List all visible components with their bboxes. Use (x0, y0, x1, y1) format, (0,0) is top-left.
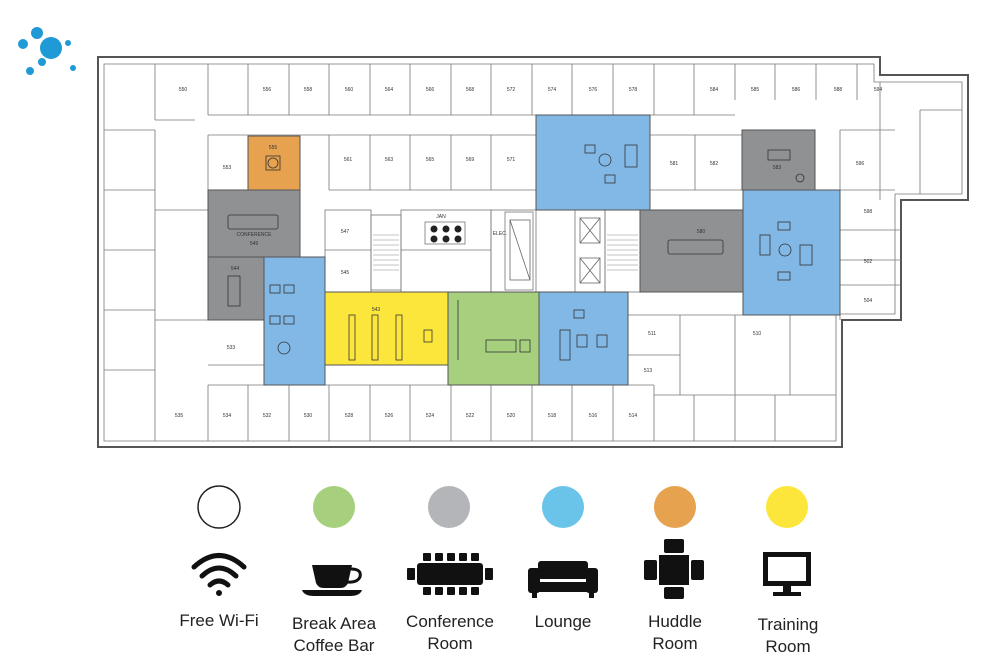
amenity-zones (207, 114, 841, 386)
room-label: 532 (263, 413, 272, 419)
brand-logo (18, 27, 76, 75)
legend-break-swatch (313, 486, 355, 528)
room-label: 558 (304, 87, 313, 93)
room-label: 522 (466, 413, 475, 419)
room-label: 565 (426, 157, 435, 163)
inner-walls (103, 63, 963, 442)
room-label: 556 (263, 87, 272, 93)
zone-break-area[interactable] (447, 291, 540, 386)
zone-lounge-east[interactable] (742, 189, 841, 316)
room-label: 578 (629, 87, 638, 93)
room-label: 555 (269, 145, 278, 151)
conference-table-icon (407, 553, 493, 595)
room-label: ELEC. (493, 231, 507, 237)
room-label: 568 (466, 87, 475, 93)
room-label: JAN (436, 214, 446, 220)
room-label: 564 (385, 87, 394, 93)
room-label: 510 (753, 331, 762, 337)
room-label: 584 (710, 87, 719, 93)
room-label: 524 (426, 413, 435, 419)
room-label: 516 (589, 413, 598, 419)
room-label: 550 (179, 87, 188, 93)
room-label: 585 (751, 87, 760, 93)
furniture (227, 144, 813, 361)
room-label: 504 (864, 298, 873, 304)
room-label: 543 (372, 307, 381, 313)
room-label: 572 (507, 87, 516, 93)
wifi-icon (191, 553, 247, 596)
huddle-table-icon (644, 539, 704, 599)
room-label: 596 (856, 161, 865, 167)
zone-huddle-555[interactable] (247, 135, 301, 191)
legend-wifi-label: Free Wi-Fi (179, 611, 259, 630)
room-labels: 550 556 558 560 564 566 568 572 574 576 578 584 585 5… (175, 87, 883, 419)
room-label: 560 (345, 87, 354, 93)
legend-lounge: Lounge (498, 603, 628, 633)
room-label: 513 (644, 368, 653, 374)
room-label: 594 (874, 87, 883, 93)
zone-conference-549[interactable] (207, 189, 301, 258)
legend-training-swatch (766, 486, 808, 528)
zone-conference-544[interactable] (207, 256, 265, 321)
legend-wifi: Free Wi-Fi (154, 602, 284, 632)
restroom-fixtures (430, 225, 462, 243)
zone-lounge-center[interactable] (538, 291, 629, 386)
legend-lounge-swatch (542, 486, 584, 528)
sofa-icon (528, 561, 598, 598)
stairs (373, 234, 638, 271)
room-label: 571 (507, 157, 516, 163)
room-label: 582 (710, 161, 719, 167)
room-label: 586 (792, 87, 801, 93)
zone-training-543[interactable] (324, 291, 449, 366)
monitor-icon (763, 552, 811, 596)
room-label: 514 (629, 413, 638, 419)
room-label: 502 (864, 259, 873, 265)
room-label: 583 (773, 165, 782, 171)
room-label: 547 (341, 229, 350, 235)
legend-conference-swatch (428, 486, 470, 528)
coffee-cup-icon (302, 565, 362, 596)
room-label: 530 (304, 413, 313, 419)
legend-huddle-swatch (654, 486, 696, 528)
legend-swatches (197, 485, 808, 529)
room-label: 598 (864, 209, 873, 215)
room-label: 518 (548, 413, 557, 419)
zone-lounge-north[interactable] (535, 114, 651, 211)
room-label: CONFERENCE (236, 232, 272, 238)
room-label: 574 (548, 87, 557, 93)
room-label: 535 (175, 413, 184, 419)
room-label: 545 (341, 270, 350, 276)
room-label: 511 (648, 331, 656, 337)
room-label: 520 (507, 413, 516, 419)
zone-conference-580[interactable] (639, 209, 744, 293)
room-label: 549 (250, 241, 259, 247)
room-label: 581 (670, 161, 679, 167)
room-label: 533 (227, 345, 236, 351)
room-label: 563 (385, 157, 394, 163)
legend-wifi-swatch (197, 485, 241, 529)
room-label: 544 (231, 266, 240, 272)
room-label: 588 (834, 87, 843, 93)
elevators (509, 217, 601, 284)
room-label: 580 (697, 229, 706, 235)
room-label: 566 (426, 87, 435, 93)
zone-lounge-west[interactable] (263, 256, 326, 386)
room-label: 576 (589, 87, 598, 93)
room-label: 561 (344, 157, 353, 163)
room-label: 553 (223, 165, 232, 171)
room-label: 526 (385, 413, 394, 419)
room-label: 569 (466, 157, 475, 163)
legend-lounge-label: Lounge (534, 612, 592, 631)
room-label: 528 (345, 413, 354, 419)
room-label: 534 (223, 413, 232, 419)
